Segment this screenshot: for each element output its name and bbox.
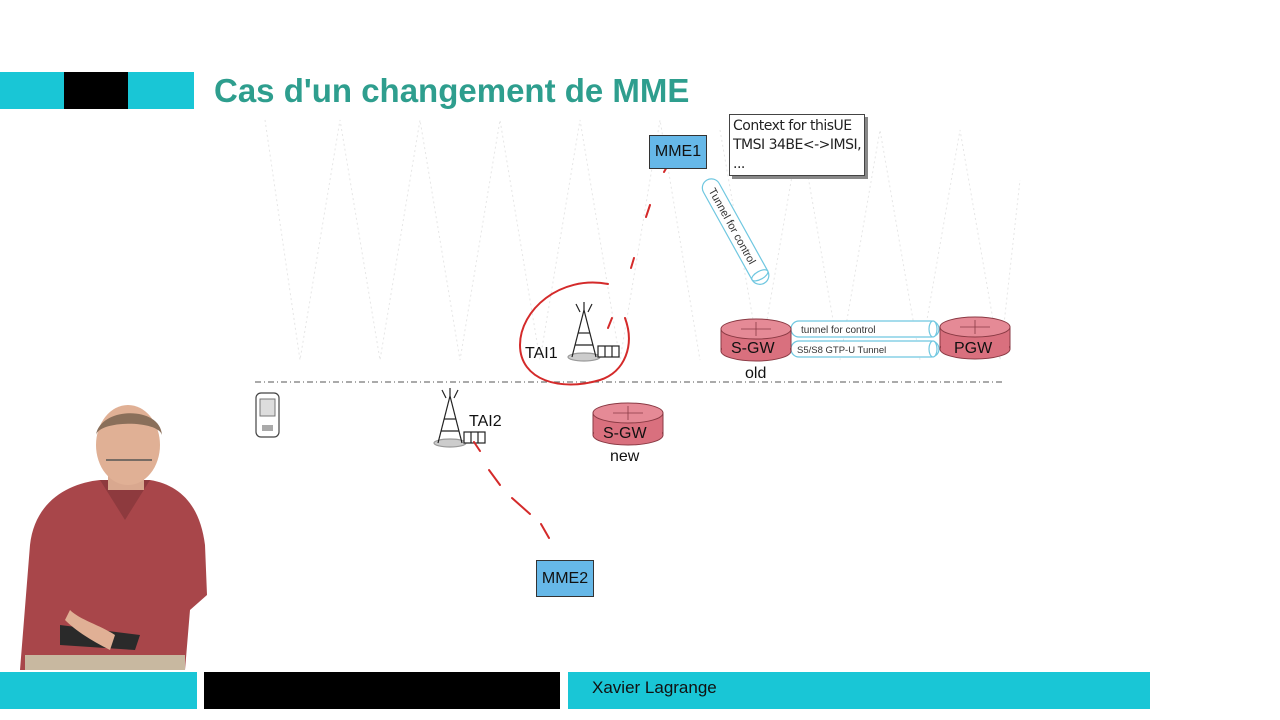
sgw-new-label: S-GW xyxy=(603,425,647,442)
sgw-new-router-icon xyxy=(592,402,664,446)
mobile-phone-icon xyxy=(255,392,280,438)
control-tunnel-cylinder: Tunnel for control xyxy=(701,178,770,285)
tai2-antenna-icon xyxy=(433,388,486,448)
context-note: Context for thisUE TMSI 34BE<->IMSI, ... xyxy=(729,114,865,176)
context-note-line: ... xyxy=(733,156,745,172)
slide-title: Cas d'un changement de MME xyxy=(214,72,690,109)
tai1-circle-annotation xyxy=(518,281,630,386)
header-bar-cyan-right xyxy=(128,72,194,109)
tai1-label: TAI1 xyxy=(525,345,558,362)
control-tunnel-label: Tunnel for control xyxy=(706,186,758,266)
tunnel-control-label: tunnel for control xyxy=(801,325,876,336)
header-bar-cyan-left xyxy=(0,72,64,109)
pgw-label: PGW xyxy=(954,340,993,357)
gtpu-tunnel-label: S5/S8 GTP-U Tunnel xyxy=(797,345,886,356)
background-sketch xyxy=(264,119,1021,361)
sgw-old-router-icon xyxy=(720,318,792,362)
red-annotations xyxy=(473,164,669,539)
footer-bar-black xyxy=(204,672,560,709)
context-note-line: Context for thisUE xyxy=(733,118,852,134)
sgw-new-tag: new xyxy=(610,448,640,465)
mme1-box: MME1 xyxy=(649,135,707,169)
header-bar-black xyxy=(64,72,128,109)
mme1-dashed-link xyxy=(607,164,669,329)
presenter-video xyxy=(20,405,207,670)
footer-bar-cyan-left xyxy=(0,672,197,709)
mme2-dashed-link xyxy=(473,441,550,539)
presenter-name: Xavier Lagrange xyxy=(592,678,717,697)
gtpu-tunnel: S5/S8 GTP-U Tunnel xyxy=(790,340,940,358)
pgw-router-icon xyxy=(939,316,1011,360)
mme2-box: MME2 xyxy=(536,560,594,597)
context-note-line: TMSI 34BE<->IMSI, xyxy=(733,137,862,153)
tai1-antenna-icon xyxy=(567,302,620,362)
sgw-old-tag: old xyxy=(745,365,767,382)
sgw-pgw-control-tunnel: tunnel for control xyxy=(790,320,940,338)
tai2-label: TAI2 xyxy=(469,413,502,430)
sgw-old-label: S-GW xyxy=(731,340,775,357)
footer-bar-cyan-right xyxy=(568,672,1150,709)
